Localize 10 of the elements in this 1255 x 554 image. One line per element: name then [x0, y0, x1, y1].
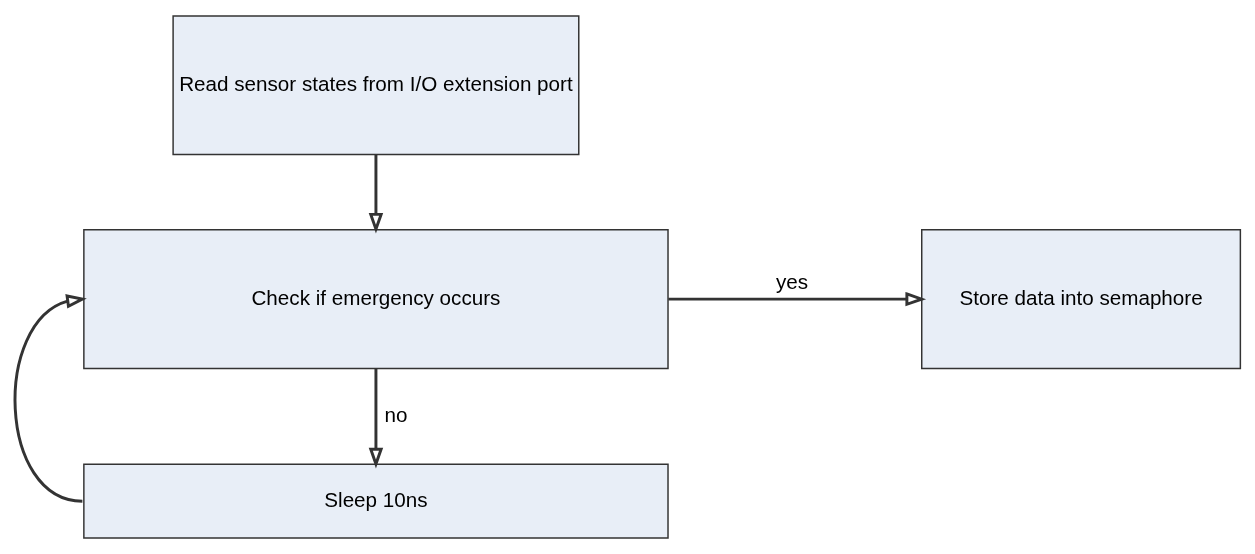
arrow [13, 294, 87, 503]
node-box: Sleep 10ns [83, 463, 669, 539]
edge-label: no [384, 402, 408, 426]
node-box: Read sensor states from I/O extension port [172, 15, 580, 156]
node-box: Check if emergency occurs [83, 229, 669, 370]
arrow [368, 368, 384, 469]
arrow [368, 154, 384, 234]
node-box: Store data into semaphore [921, 229, 1242, 370]
arrow [668, 291, 927, 307]
edge-label: yes [775, 270, 809, 294]
